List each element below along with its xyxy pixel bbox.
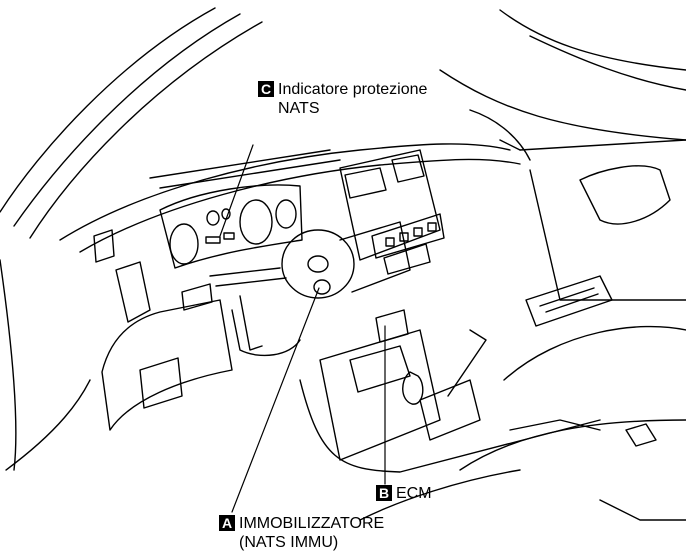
windshield-frame [0, 7, 686, 471]
left-dash-vents [93, 229, 233, 431]
callout-letter-b: B [376, 485, 392, 501]
passenger-area [359, 139, 686, 521]
steering-column [209, 221, 411, 357]
callout-nats-indicator: C Indicatore protezione NATS [258, 80, 427, 118]
callout-c-line2: NATS [278, 100, 320, 117]
callout-a-line2: (NATS IMMU) [239, 534, 339, 551]
callout-letter-a: A [219, 515, 235, 531]
callout-b-line1: ECM [396, 485, 432, 502]
leader-lines [231, 287, 386, 513]
callout-c-line1: Indicatore protezione [278, 81, 428, 98]
center-console-lower [299, 309, 601, 473]
callout-immobilizer: A IMMOBILIZZATORE (NATS IMMU) [219, 514, 384, 552]
center-console-upper [339, 149, 445, 275]
callout-letter-c: C [258, 81, 274, 97]
callout-a-line1: IMMOBILIZZATORE [239, 515, 385, 532]
dashboard-top [59, 109, 531, 253]
instrument-cluster [159, 144, 303, 269]
callout-ecm: B ECM [376, 484, 432, 503]
